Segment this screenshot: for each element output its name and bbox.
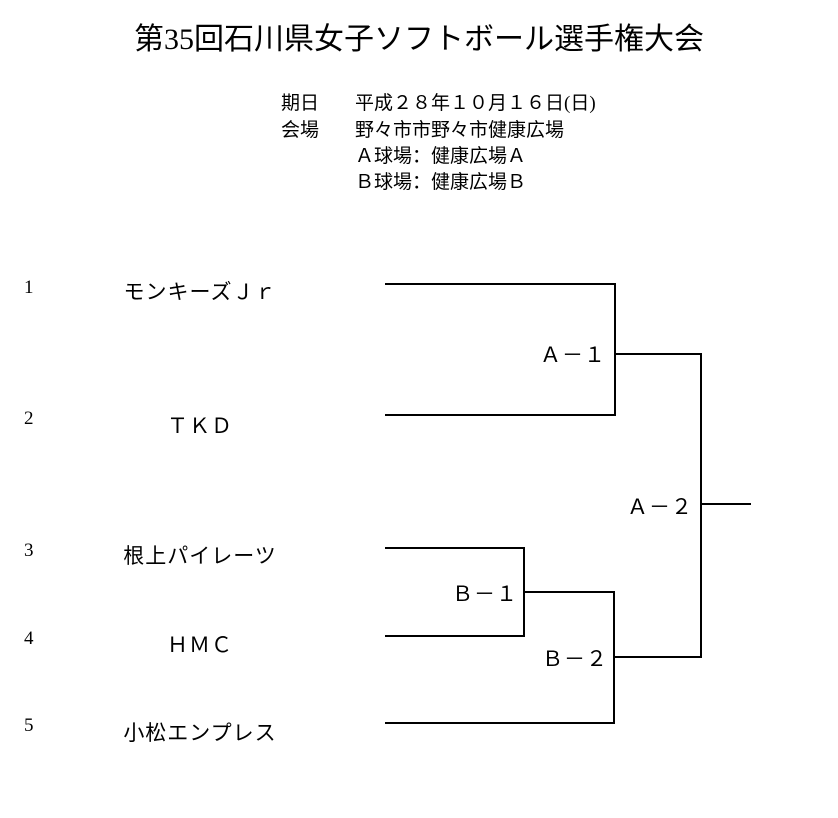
- bracket-advance-b2-to-a2: [613, 656, 702, 658]
- event-venue-value: 野々市市野々市健康広場: [355, 120, 565, 141]
- match-label-b1: Ｂ－１: [452, 582, 518, 606]
- field-b-info: Ｂ球場：健康広場Ｂ: [355, 172, 527, 193]
- seed-number-4: 4: [24, 628, 34, 649]
- event-venue-row: 会場 野々市市野々市健康広場: [281, 117, 596, 144]
- seed-number-2: 2: [24, 408, 34, 429]
- page-title: 第35回石川県女子ソフトボール選手権大会: [134, 23, 704, 56]
- bracket-line-team-4: [385, 635, 525, 637]
- seed-number-5: 5: [24, 715, 34, 736]
- event-venue-label: 会場: [281, 120, 320, 141]
- bracket-join-a1: [614, 283, 616, 416]
- bracket-join-a2: [700, 353, 702, 658]
- seed-number-3: 3: [24, 540, 34, 561]
- bracket-champion-line: [700, 503, 751, 505]
- team-name-4: ＨＭＣ: [167, 633, 233, 657]
- bracket-line-team-3: [385, 547, 525, 549]
- seed-number-1: 1: [24, 277, 34, 298]
- event-date-label: 期日: [281, 93, 320, 114]
- event-info-block: 期日 平成２８年１０月１６日(日) 会場 野々市市野々市健康広場 Ａ球場：健康広…: [281, 90, 596, 196]
- field-a-info: Ａ球場：健康広場Ａ: [355, 146, 527, 167]
- bracket-advance-a1-to-a2: [614, 353, 701, 355]
- team-name-5: 小松エンプレス: [123, 721, 277, 745]
- event-date-row: 期日 平成２８年１０月１６日(日): [281, 90, 596, 117]
- bracket-line-team-2: [385, 414, 616, 416]
- team-name-3: 根上パイレーツ: [123, 544, 277, 568]
- bracket-advance-b1-to-b2: [523, 591, 615, 593]
- bracket-line-team-5: [385, 722, 615, 724]
- event-date-value: 平成２８年１０月１６日(日): [355, 93, 596, 114]
- team-name-1: モンキーズＪｒ: [123, 280, 277, 304]
- match-label-a2: Ａ－２: [627, 495, 693, 519]
- match-label-a1: Ａ－１: [540, 343, 606, 367]
- bracket-line-team-1: [385, 283, 616, 285]
- team-name-2: ＴＫＤ: [167, 414, 233, 438]
- match-label-b2: Ｂ－２: [542, 647, 608, 671]
